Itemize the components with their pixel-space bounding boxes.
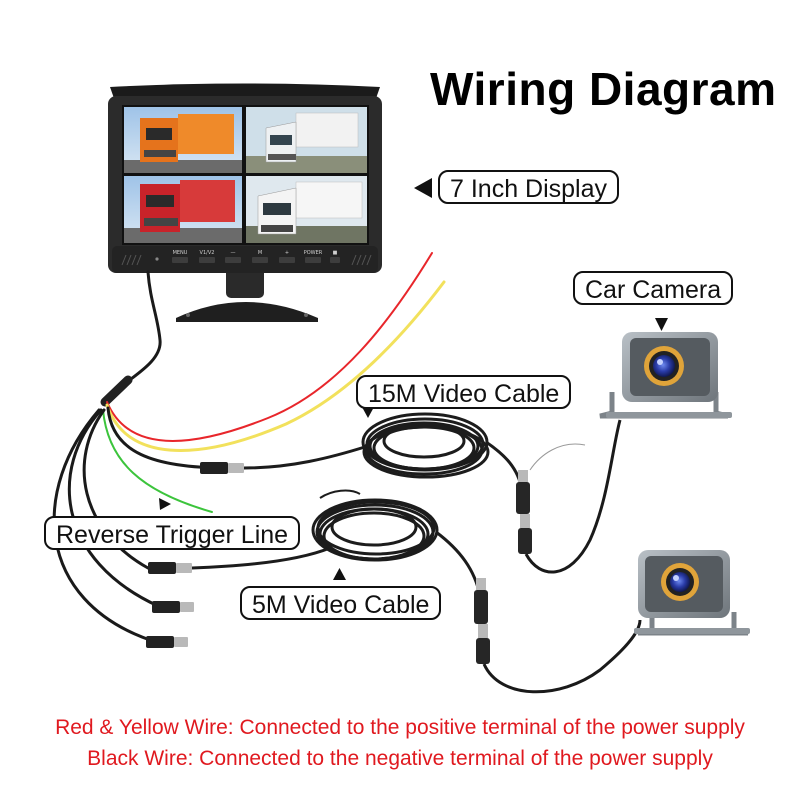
- camera-2-cable: [482, 619, 642, 694]
- connector-ch3: [152, 601, 194, 613]
- monitor-button-label: +: [285, 250, 289, 256]
- monitor-button-label: V1/V2: [200, 250, 215, 256]
- harness-splitter: [100, 375, 133, 407]
- monitor-vents-left: [121, 254, 142, 266]
- monitor-button-stop[interactable]: ■: [330, 250, 340, 263]
- monitor-vents-right: [351, 254, 372, 266]
- note-red-yellow-wire: Red & Yellow Wire: Connected to the posi…: [55, 716, 745, 739]
- camera-1-cable: [524, 419, 622, 574]
- monitor-button-label: MENU: [173, 250, 188, 256]
- arrow-15m-cable: [362, 407, 374, 418]
- label-5m-video-cable: 5M Video Cable: [240, 586, 442, 620]
- label-15m-video-cable: 15M Video Cable: [356, 375, 572, 409]
- connector-ch2: [148, 562, 192, 574]
- label-reverse-trigger-line: Reverse Trigger Line: [44, 516, 301, 550]
- monitor-button-menu[interactable]: MENU: [172, 250, 188, 263]
- monitor-main-cable: [125, 270, 162, 384]
- black-video-wire-3: [67, 408, 160, 608]
- monitor-button-mode[interactable]: M: [252, 250, 268, 263]
- yellow-power-wire: [105, 280, 446, 452]
- screen-view-3: [124, 176, 242, 243]
- car-camera-1: [599, 332, 732, 419]
- arrow-camera: [655, 318, 668, 331]
- monitor-button-label: ■: [333, 250, 338, 256]
- connector-ch1: [200, 462, 244, 474]
- monitor-button-label: M: [258, 250, 262, 256]
- monitor-buttons: MENU V1/V2 — M + POWER: [172, 250, 340, 263]
- monitor-button-plus[interactable]: +: [279, 250, 295, 263]
- car-camera-2: [634, 550, 750, 636]
- screen-view-4: [246, 176, 367, 243]
- connector-15m-camera-end: [516, 470, 532, 554]
- screen-view-1: [124, 107, 242, 173]
- monitor-button-label: —: [231, 250, 236, 256]
- label-car-camera: Car Camera: [573, 271, 734, 305]
- label-7-inch-display: 7 Inch Display: [438, 170, 620, 204]
- page-title: Wiring Diagram: [430, 63, 777, 115]
- monitor-button-power[interactable]: POWER: [304, 250, 323, 263]
- red-power-wire: [106, 252, 433, 442]
- cable-coil-5m: [191, 489, 482, 597]
- cable-coil-15m: [243, 412, 586, 491]
- connector-5m-camera-end: [474, 578, 490, 664]
- monitor-button-minus[interactable]: —: [225, 250, 241, 263]
- arrow-display: [414, 178, 432, 198]
- green-trigger-wire: [102, 409, 213, 513]
- harness-connectors: [146, 462, 244, 648]
- note-black-wire: Black Wire: Connected to the negative te…: [87, 747, 713, 770]
- monitor-button-v1v2[interactable]: V1/V2: [199, 250, 215, 263]
- monitor: MENU V1/V2 — M + POWER: [108, 83, 382, 322]
- monitor-stand: [176, 268, 318, 322]
- monitor-button-label: POWER: [304, 250, 323, 256]
- arrow-trigger: [159, 498, 171, 510]
- screen-view-2: [246, 107, 367, 173]
- connector-ch4: [146, 636, 188, 648]
- pointer-arrows: [159, 178, 668, 580]
- black-video-wire-2: [82, 408, 150, 570]
- arrow-5m-cable: [333, 568, 346, 580]
- power-led: [155, 257, 159, 261]
- black-video-wire-1: [106, 406, 230, 470]
